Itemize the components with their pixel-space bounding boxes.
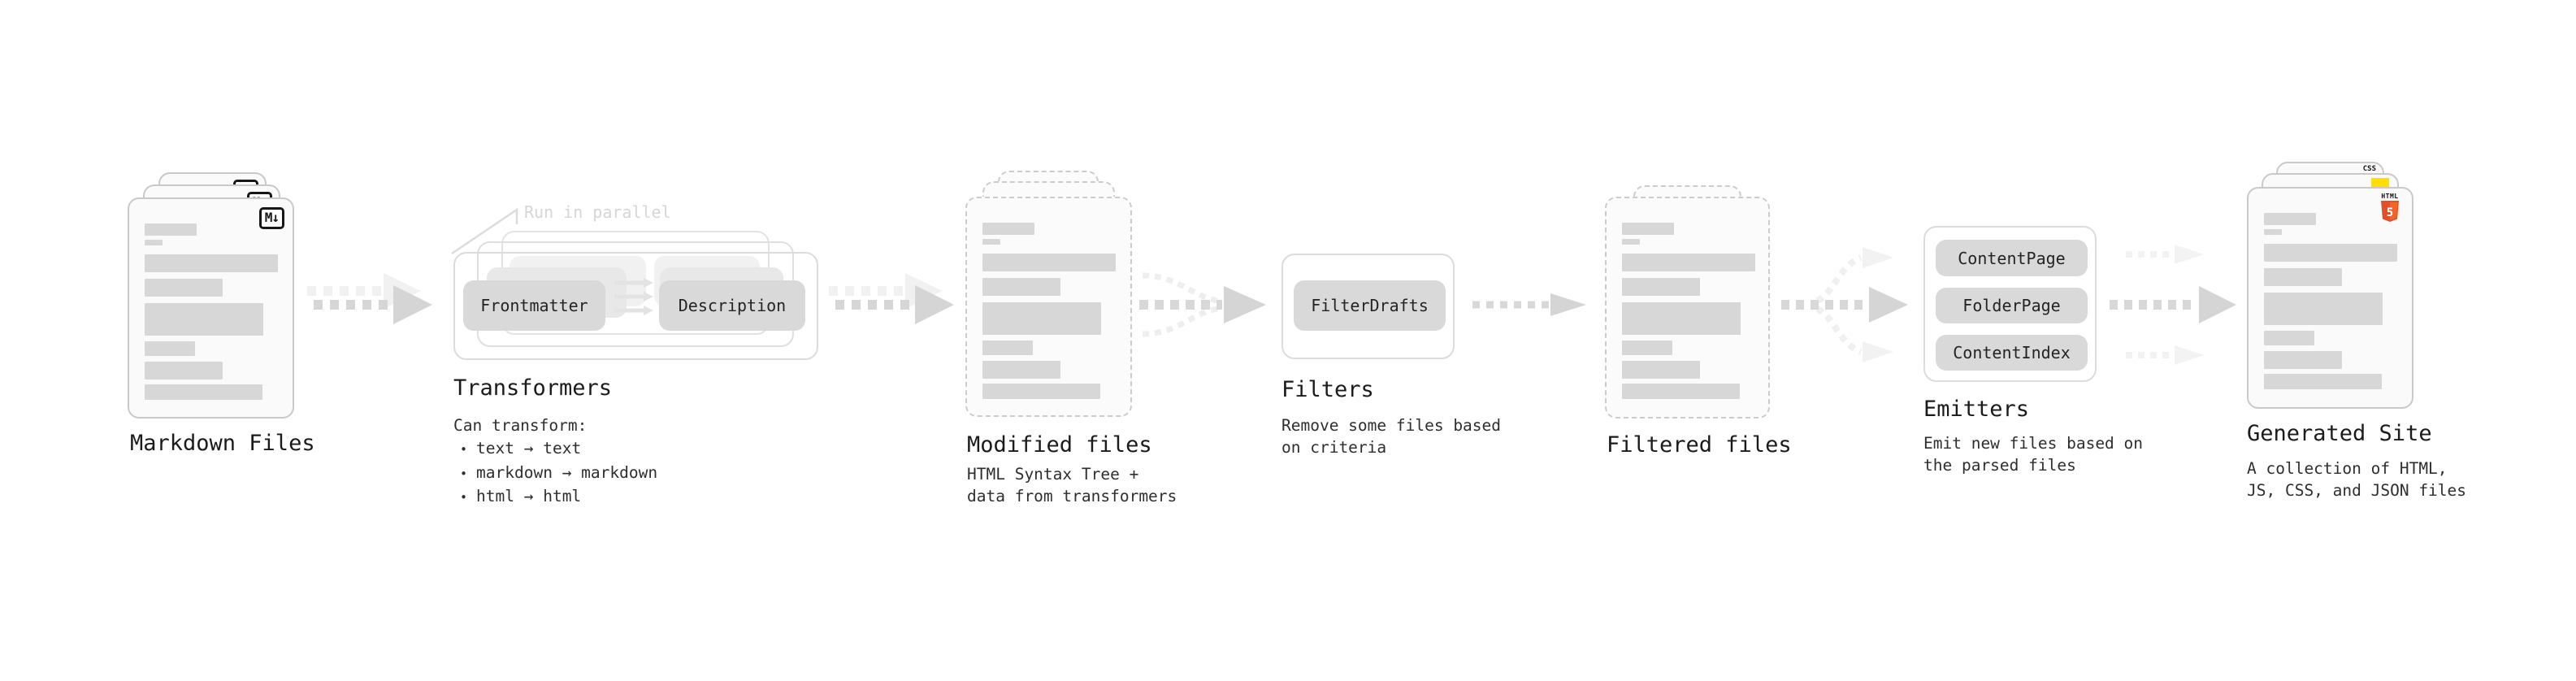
- run-in-parallel-annotation: Run in parallel: [524, 202, 671, 222]
- markdown-files-label: Markdown Files: [130, 431, 315, 456]
- transformer-pill-frontmatter: Frontmatter: [463, 280, 605, 331]
- skeleton-line: [982, 278, 1060, 296]
- transformers-description: Can transform:: [453, 416, 588, 435]
- bullet-marker: •: [460, 490, 468, 505]
- document-skeleton: [982, 223, 1116, 399]
- transformers-label: Transformers: [453, 375, 613, 401]
- html5-number: 5: [2387, 206, 2393, 219]
- annotation-leader-line: [451, 207, 518, 255]
- modified-files-description: HTML Syntax Tree + data from transformer…: [967, 465, 1177, 505]
- transform-bullet: • markdown → markdown: [460, 462, 657, 486]
- skeleton-line: [145, 240, 163, 245]
- skeleton-line: [2264, 374, 2382, 389]
- flow-arrow-modified-to-filters: [1139, 272, 1266, 337]
- generated-site-description: A collection of HTML, JS, CSS, and JSON …: [2247, 459, 2467, 500]
- modified-files-label: Modified files: [967, 432, 1152, 458]
- skeleton-line: [2264, 268, 2342, 286]
- skeleton-line: [982, 361, 1060, 379]
- skeleton-line: [2264, 293, 2383, 325]
- skeleton-line: [145, 341, 195, 356]
- skeleton-line: [145, 279, 223, 297]
- flow-arrow-filtered-to-emitters: [1781, 247, 1908, 362]
- transform-bullet: • text → text: [460, 437, 657, 462]
- skeleton-line: [982, 254, 1116, 271]
- document-skeleton: [145, 223, 278, 400]
- flow-arrow-emitters-to-generated: [2110, 245, 2236, 365]
- skeleton-line: [145, 223, 197, 236]
- emitters-panel: ContentPage FolderPage ContentIndex: [1923, 226, 2097, 382]
- html5-shield: 5: [2381, 201, 2399, 222]
- skeleton-line: [1622, 239, 1640, 245]
- skeleton-line: [145, 384, 262, 400]
- flow-arrow-transformers-to-modified: [829, 273, 954, 324]
- emitter-pill-contentpage: ContentPage: [1936, 240, 2088, 276]
- skeleton-line: [2264, 331, 2314, 345]
- filtered-file-doc-front: [1605, 197, 1770, 419]
- flow-arrow-filters-to-filtered: [1472, 293, 1586, 316]
- modified-file-doc-front: [965, 197, 1132, 417]
- skeleton-line: [982, 384, 1100, 399]
- skeleton-line: [1622, 254, 1755, 271]
- emitter-pill-folderpage: FolderPage: [1936, 288, 2088, 323]
- emitters-label: Emitters: [1923, 397, 2030, 422]
- bullet-marker: •: [460, 466, 468, 481]
- filters-description: Remove some files based on criteria: [1281, 416, 1502, 457]
- bullet-text: markdown → markdown: [476, 462, 658, 482]
- skeleton-line: [145, 362, 223, 380]
- filters-label: Filters: [1281, 377, 1374, 402]
- document-skeleton: [1622, 223, 1755, 399]
- skeleton-line: [982, 223, 1034, 235]
- emitter-pill-contentindex: ContentIndex: [1936, 335, 2088, 371]
- html5-icon: HTML 5: [2379, 193, 2400, 226]
- markdown-file-doc-front: M↓: [128, 197, 294, 419]
- generated-doc-html: HTML 5: [2247, 187, 2413, 409]
- skeleton-line: [982, 239, 1000, 245]
- bullet-marker: •: [460, 442, 468, 457]
- skeleton-line: [145, 303, 263, 336]
- skeleton-line: [1622, 340, 1672, 355]
- html5-wordmark: HTML: [2381, 193, 2399, 200]
- skeleton-line: [2264, 351, 2342, 369]
- skeleton-line: [1622, 223, 1674, 235]
- transformer-pill-description: Description: [659, 280, 805, 331]
- skeleton-line: [2264, 244, 2397, 262]
- skeleton-line: [982, 340, 1033, 355]
- filtered-files-label: Filtered files: [1607, 432, 1792, 458]
- skeleton-line: [1622, 384, 1740, 399]
- skeleton-line: [2264, 213, 2316, 225]
- css-badge-text: CSS: [2362, 165, 2376, 173]
- markdown-icon: M↓: [258, 207, 284, 229]
- bullet-text: html → html: [476, 487, 582, 505]
- bullet-text: text → text: [476, 439, 582, 458]
- document-skeleton: [2264, 213, 2397, 389]
- skeleton-line: [1622, 278, 1700, 296]
- emitters-description: Emit new files based on the parsed files: [1923, 434, 2144, 475]
- skeleton-line: [1622, 302, 1741, 335]
- filter-pill-filterdrafts: FilterDrafts: [1294, 280, 1446, 331]
- transformer-layer-front: Frontmatter Description: [453, 252, 818, 360]
- skeleton-line: [1622, 361, 1700, 379]
- transform-bullet-list: • text → text • markdown → markdown • html …: [460, 437, 657, 510]
- parallel-arrows-icon: [614, 278, 653, 315]
- skeleton-line: [145, 254, 278, 272]
- skeleton-line: [982, 302, 1101, 335]
- js-icon: [2371, 178, 2389, 188]
- generated-site-label: Generated Site: [2247, 421, 2432, 446]
- flow-arrow-markdown-to-transformers: [307, 273, 432, 324]
- filters-panel: FilterDrafts: [1281, 254, 1455, 359]
- transform-bullet: • html → html: [460, 485, 657, 510]
- skeleton-line: [2264, 229, 2282, 235]
